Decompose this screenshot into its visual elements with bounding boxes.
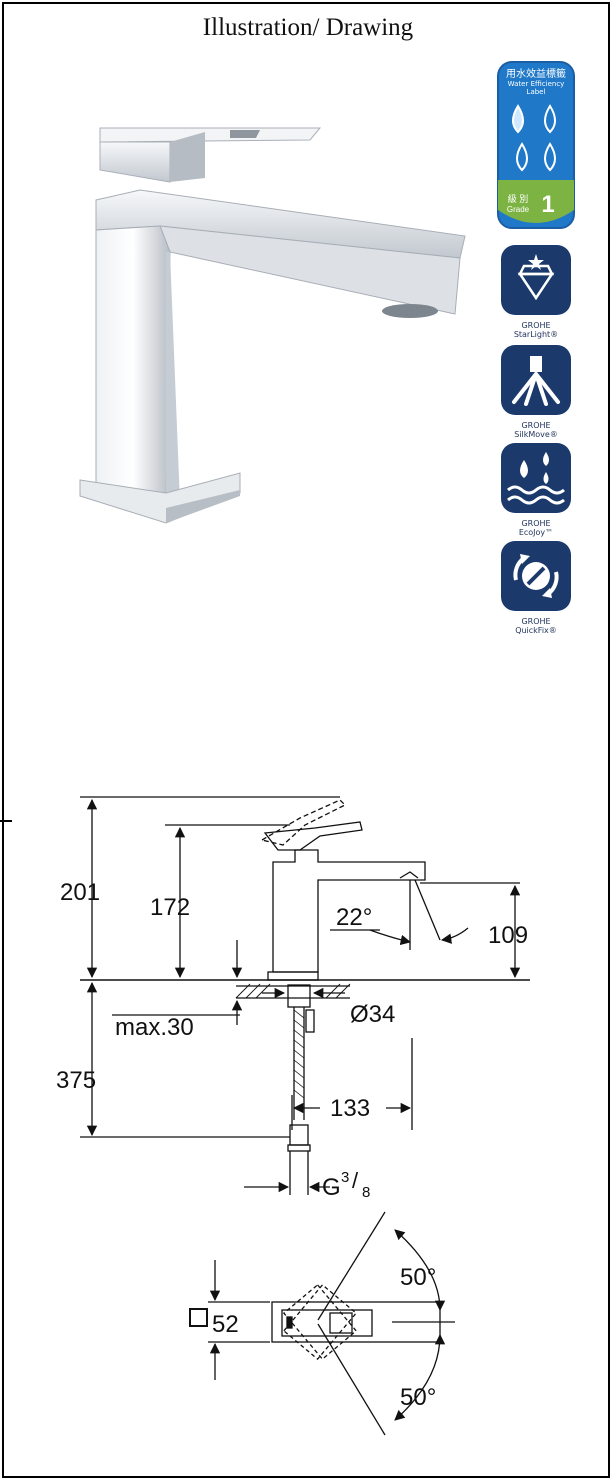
dim-total-height: 201 <box>60 879 100 906</box>
svg-text:/: / <box>352 1168 359 1193</box>
badge-caption-name: StarLight® <box>513 330 559 339</box>
water-efficiency-label: 用水效益標籤 Water Efficiency Label 級 別 Grade … <box>497 61 575 229</box>
dim-below-deck: 375 <box>56 1067 96 1094</box>
diamond-icon <box>501 245 571 315</box>
dim-thread-denominator: 8 <box>362 1184 370 1201</box>
water-label-english: Water Efficiency Label <box>507 80 565 96</box>
dim-spout-height: 109 <box>488 922 528 949</box>
dim-hole-diameter: Ø34 <box>350 1001 395 1028</box>
water-drop-icon <box>512 104 556 172</box>
page-title: Illustration/ Drawing <box>202 14 414 41</box>
quickfix-icon <box>501 541 571 611</box>
water-drops-icon <box>501 443 571 513</box>
dim-rotation-top: 50° <box>400 1264 436 1291</box>
dim-thread-numerator: 3 <box>341 1169 349 1186</box>
dim-spout-angle: 22° <box>336 904 372 931</box>
technical-drawing: 201 172 22° 109 max.30 Ø34 375 133 G 3 /… <box>56 796 530 1436</box>
dim-spout-reach: 133 <box>330 1095 370 1122</box>
dim-lever-height: 172 <box>150 894 190 921</box>
badge-starlight: GROHE StarLight® <box>500 244 572 339</box>
faucet-product-image <box>79 127 466 524</box>
badge-caption-name: QuickFix® <box>515 626 557 635</box>
dim-rotation-bottom: 50° <box>400 1384 436 1411</box>
dim-base-size: 52 <box>212 1311 239 1338</box>
dim-max-deck: max.30 <box>115 1014 194 1041</box>
grade-label-chinese: 級 別 <box>508 193 529 204</box>
dim-thread-g: G <box>322 1174 341 1201</box>
badge-caption-name: EcoJoy™ <box>518 528 554 537</box>
badge-caption-brand: GROHE <box>521 617 551 626</box>
badge-silkmove: GROHE SilkMove® <box>500 344 572 439</box>
cartridge-icon <box>501 345 571 415</box>
badge-quickfix: GROHE QuickFix® <box>500 540 572 635</box>
badge-caption-brand: GROHE <box>521 519 551 528</box>
badge-caption-brand: GROHE <box>521 321 551 330</box>
badge-caption-brand: GROHE <box>521 421 551 430</box>
water-label-chinese: 用水效益標籤 <box>506 67 566 80</box>
grade-label-word: Grade <box>507 205 530 214</box>
grade-value: 1 <box>541 191 554 218</box>
badge-ecojoy: GROHE EcoJoy™ <box>500 442 572 537</box>
frame-tick <box>0 820 12 822</box>
badge-caption-name: SilkMove® <box>514 430 558 439</box>
